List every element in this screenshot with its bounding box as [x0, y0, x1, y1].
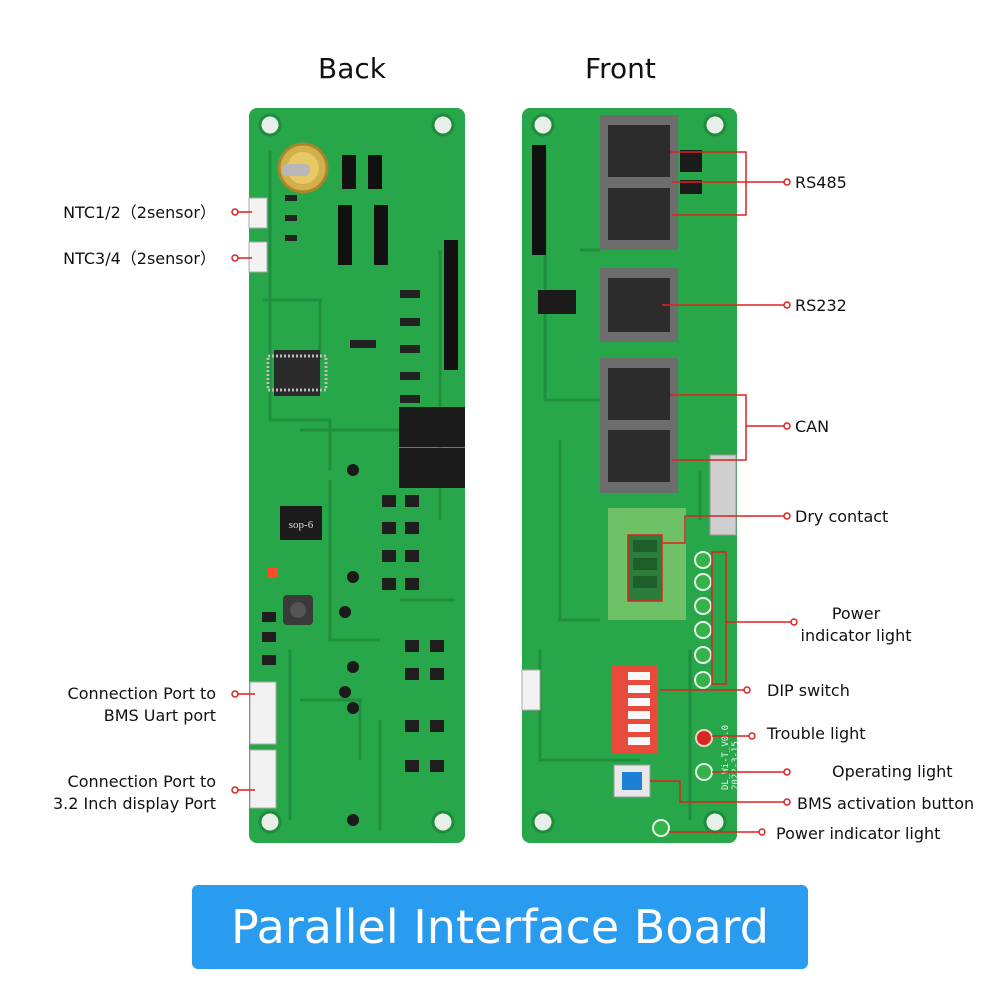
power-light-label: Power indicator light — [800, 603, 912, 647]
bms-port-label-line2: BMS Uart port — [103, 706, 216, 725]
power-light-label-line1: Power — [831, 604, 881, 623]
ntc34-label: NTC3/4（2sensor） — [63, 249, 216, 268]
relay — [399, 448, 465, 488]
mounting-hole — [258, 113, 455, 834]
ntc12-label: NTC1/2（2sensor） — [63, 203, 216, 222]
power-led — [652, 819, 670, 837]
can-ports — [600, 358, 678, 493]
back-board: sop-6 — [248, 108, 465, 843]
power-indicator-leds — [694, 551, 712, 689]
coin-battery — [277, 142, 329, 194]
bms-activation-button — [613, 764, 651, 798]
can-label: CAN — [795, 417, 830, 436]
front-board: DL_Wi-T_V0.0 2022-3-15 — [521, 108, 741, 843]
display-connector — [249, 749, 277, 809]
bms-port-label: Connection Port to BMS Uart port — [16, 683, 216, 727]
display-port-label-line2: 3.2 Inch display Port — [52, 794, 216, 813]
callouts-left — [231, 208, 255, 794]
front-heading: Front — [585, 52, 656, 85]
sop6-text: sop-6 — [289, 519, 314, 531]
ntc34-connector — [248, 241, 268, 273]
mounting-hole — [531, 113, 727, 834]
date-text: 2022-3-15 — [731, 741, 741, 790]
callouts-right — [627, 151, 792, 833]
dip-switch-label: DIP switch — [767, 681, 850, 700]
bms-uart-connector — [249, 681, 277, 745]
trouble-light-label: Trouble light — [767, 724, 866, 743]
bms-port-label-line1: Connection Port to — [67, 684, 216, 703]
rs485-ports — [600, 115, 678, 250]
mcu-chip — [266, 350, 328, 396]
trouble-led — [695, 729, 713, 747]
back-heading: Back — [318, 52, 386, 85]
rs232-label: RS232 — [795, 296, 847, 315]
operating-led — [695, 763, 713, 781]
title-banner: Parallel Interface Board — [192, 885, 808, 969]
sop6-chip: sop-6 — [280, 506, 322, 540]
dip-switch — [612, 665, 658, 753]
power-indicator-light-label: Power indicator light — [776, 824, 941, 843]
rs485-label: RS485 — [795, 173, 847, 192]
operating-light-label: Operating light — [832, 762, 953, 781]
status-led — [268, 568, 278, 578]
dry-contact-terminal — [608, 508, 686, 620]
ntc12-connector — [248, 197, 268, 229]
bms-button-label: BMS activation button — [797, 794, 975, 813]
relay — [399, 407, 465, 447]
version-text: DL_Wi-T_V0.0 — [721, 725, 731, 790]
power-light-label-line2: indicator light — [800, 626, 912, 645]
dry-contact-label: Dry contact — [795, 507, 889, 526]
display-port-label: Connection Port to 3.2 Inch display Port — [0, 771, 216, 815]
banner-title: Parallel Interface Board — [231, 900, 769, 954]
display-port-label-line1: Connection Port to — [67, 772, 216, 791]
